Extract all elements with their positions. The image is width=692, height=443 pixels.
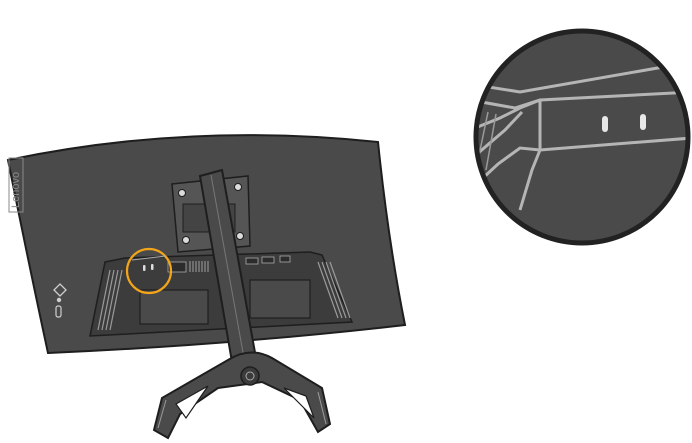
stand-base-hub-icon xyxy=(241,367,259,385)
power-button-icon xyxy=(57,298,61,302)
svg-text:Lenovo: Lenovo xyxy=(10,172,22,208)
rear-lower-box-right xyxy=(250,280,310,318)
rear-lower-box xyxy=(140,290,208,324)
